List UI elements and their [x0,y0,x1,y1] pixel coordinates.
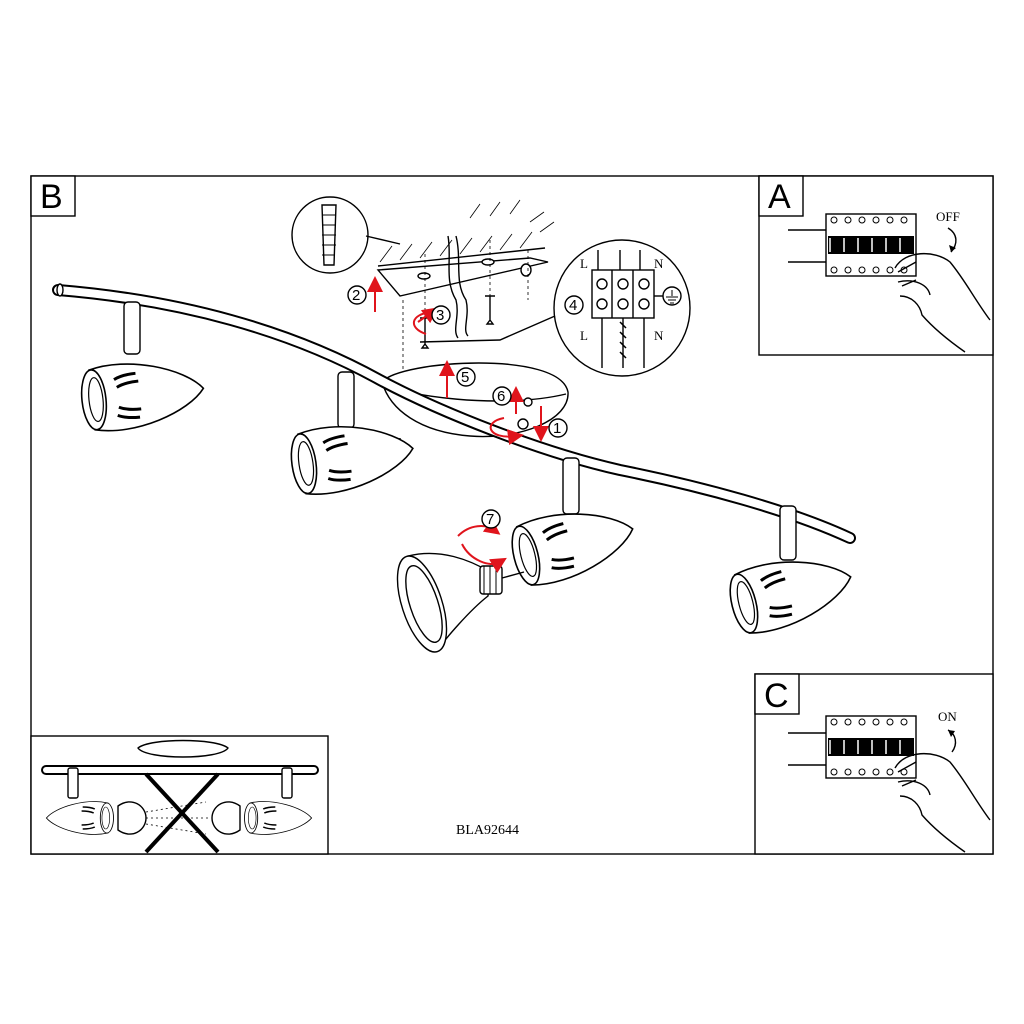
panel-c-letter: C [764,677,789,715]
step-7-label: 7 [481,509,501,529]
screw-icon [517,397,533,430]
panel-a-letter: A [768,178,791,216]
spotlight-1 [77,301,209,436]
terminal-block-callout: L N L N [419,239,691,377]
step-arrows [367,276,549,573]
step-6-label: 6 [492,386,512,406]
step-1-label: 1 [548,418,568,438]
svg-text:7: 7 [486,511,494,528]
svg-text:2: 2 [352,287,360,304]
svg-text:6: 6 [497,388,505,405]
spotlight-2 [286,371,419,500]
wall-plug-callout [291,196,401,274]
step-4-label: 4 [564,295,584,315]
screw-icon [485,295,495,325]
hand-icon [894,252,991,353]
terminal-bottom-right-label: N [654,328,664,343]
svg-text:4: 4 [569,297,577,314]
step-5-label: 5 [456,367,476,387]
on-label: ON [938,709,957,724]
step-3-label: 3 [431,305,451,325]
circuit-breaker-icon [788,715,917,779]
svg-text:1: 1 [553,420,561,437]
ground-symbol-icon [654,286,682,306]
model-code: BLA92644 [456,823,519,838]
step-labels: 1 2 3 4 5 6 7 [347,285,584,529]
spotlight-4 [722,505,861,640]
step-2-label: 2 [347,285,367,305]
bulb-icon [396,552,525,653]
terminal-bottom-left-label: L [580,328,588,343]
light-fixture [52,283,861,653]
svg-text:3: 3 [436,307,444,324]
hand-icon [894,752,991,853]
panel-b: B [30,175,994,855]
panel-b-letter: B [40,178,63,216]
panel-c-switch-on: C ON [754,673,994,855]
off-label: OFF [936,209,960,224]
terminal-block-icon [591,250,655,368]
wall-plug-icon [321,204,337,266]
prohibited-cross-icon [144,772,220,854]
panel-a-switch-off: A OFF [758,175,994,356]
terminal-top-right-label: N [654,256,664,271]
warning-inset [30,735,329,855]
terminal-top-left-label: L [580,256,588,271]
circuit-breaker-icon [788,213,917,277]
ceiling-mount [376,199,555,370]
svg-text:5: 5 [461,369,469,386]
spotlight-3 [504,457,643,592]
